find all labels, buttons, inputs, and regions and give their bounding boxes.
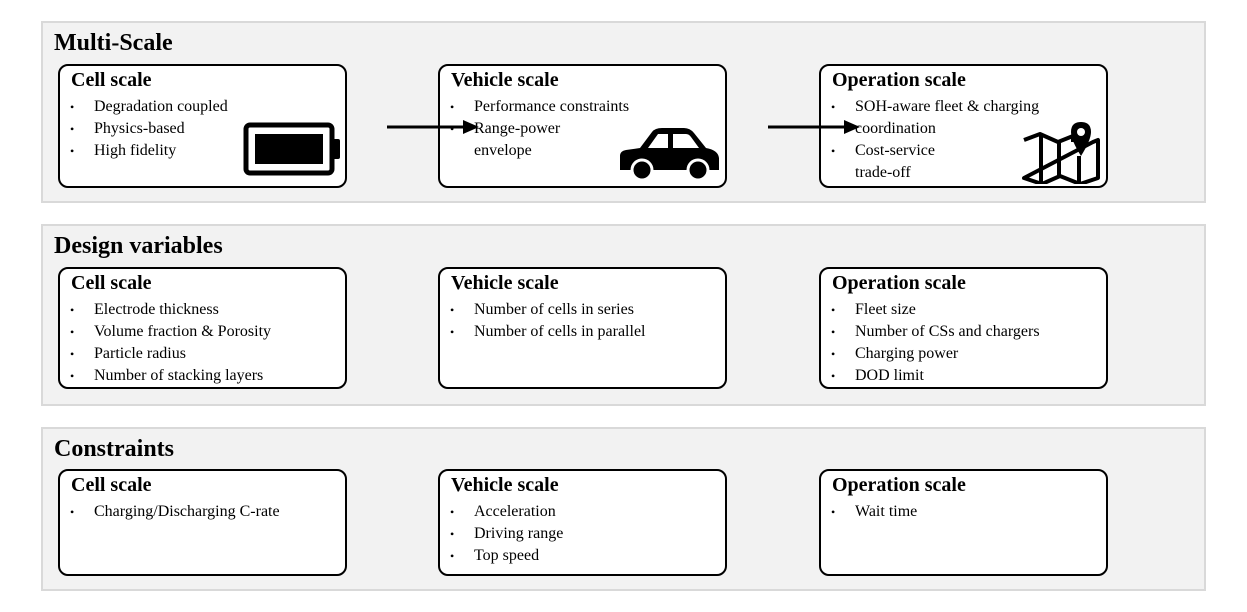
box-title: Operation scale <box>832 272 966 294</box>
bullet-item-continuation: trade-off <box>855 164 911 181</box>
arrow-cell-to-vehicle <box>387 120 479 134</box>
panel-title: Design variables <box>54 233 223 259</box>
box-title: Cell scale <box>71 272 152 294</box>
panel-title: Multi-Scale <box>54 30 173 56</box>
bullet-item: Acceleration <box>450 501 563 523</box>
bullet-item: Volume fraction & Porosity <box>70 321 271 343</box>
panel-title: Constraints <box>54 436 175 462</box>
car-icon <box>620 128 719 182</box>
design-cell-box: Cell scale Electrode thickness Volume fr… <box>58 267 347 389</box>
bullet-item: DOD limit <box>831 365 1040 387</box>
design-operation-box: Operation scale Fleet size Number of CSs… <box>819 267 1108 389</box>
box-title: Operation scale <box>832 474 966 496</box>
bullet-item: Cost-service <box>831 140 1039 162</box>
bullet-item: Particle radius <box>70 343 271 365</box>
bullet-list: SOH-aware fleet & charging coordination … <box>831 96 1039 184</box>
design-vehicle-box: Vehicle scale Number of cells in series … <box>438 267 727 389</box>
bullet-item: Charging power <box>831 343 1040 365</box>
constraints-vehicle-box: Vehicle scale Acceleration Driving range… <box>438 469 727 576</box>
multi-scale-vehicle-box: Vehicle scale Performance constraints Ra… <box>438 64 727 188</box>
box-title: Cell scale <box>71 69 152 91</box>
bullet-item: Charging/Discharging C-rate <box>70 501 280 523</box>
box-title: Vehicle scale <box>451 474 559 496</box>
bullet-list: Acceleration Driving range Top speed <box>450 501 563 567</box>
bullet-list: Electrode thickness Volume fraction & Po… <box>70 299 271 387</box>
bullet-list: Fleet size Number of CSs and chargers Ch… <box>831 299 1040 387</box>
bullet-list: Degradation coupled Physics-based High f… <box>70 96 228 162</box>
bullet-item: Top speed <box>450 545 563 567</box>
box-title: Vehicle scale <box>451 69 559 91</box>
bullet-item: Number of stacking layers <box>70 365 271 387</box>
bullet-item: Fleet size <box>831 299 1040 321</box>
bullet-item: High fidelity <box>70 140 228 162</box>
bullet-list: Performance constraints Range-power enve… <box>450 96 629 162</box>
box-title: Cell scale <box>71 474 152 496</box>
bullet-item: Number of cells in parallel <box>450 321 646 343</box>
map-pin-icon <box>1022 122 1100 184</box>
bullet-list: Wait time <box>831 501 917 523</box>
multi-scale-operation-box: Operation scale SOH-aware fleet & chargi… <box>819 64 1108 188</box>
bullet-item: Number of cells in series <box>450 299 646 321</box>
battery-icon <box>243 122 340 176</box>
constraints-operation-box: Operation scale Wait time <box>819 469 1108 576</box>
bullet-item: Wait time <box>831 501 917 523</box>
bullet-item: Driving range <box>450 523 563 545</box>
multi-scale-cell-box: Cell scale Degradation coupled Physics-b… <box>58 64 347 188</box>
bullet-item: Range-power <box>450 118 629 140</box>
bullet-list: Charging/Discharging C-rate <box>70 501 280 523</box>
bullet-item-continuation: envelope <box>474 142 532 159</box>
arrow-vehicle-to-operation <box>768 120 860 134</box>
bullet-item: Degradation coupled <box>70 96 228 118</box>
bullet-item: SOH-aware fleet & charging <box>831 96 1039 118</box>
bullet-item: Number of CSs and chargers <box>831 321 1040 343</box>
bullet-item-continuation: coordination <box>855 120 936 137</box>
box-title: Operation scale <box>832 69 966 91</box>
box-title: Vehicle scale <box>451 272 559 294</box>
bullet-item: Electrode thickness <box>70 299 271 321</box>
bullet-item: Physics-based <box>70 118 228 140</box>
bullet-list: Number of cells in series Number of cell… <box>450 299 646 343</box>
bullet-item: Performance constraints <box>450 96 629 118</box>
constraints-cell-box: Cell scale Charging/Discharging C-rate <box>58 469 347 576</box>
